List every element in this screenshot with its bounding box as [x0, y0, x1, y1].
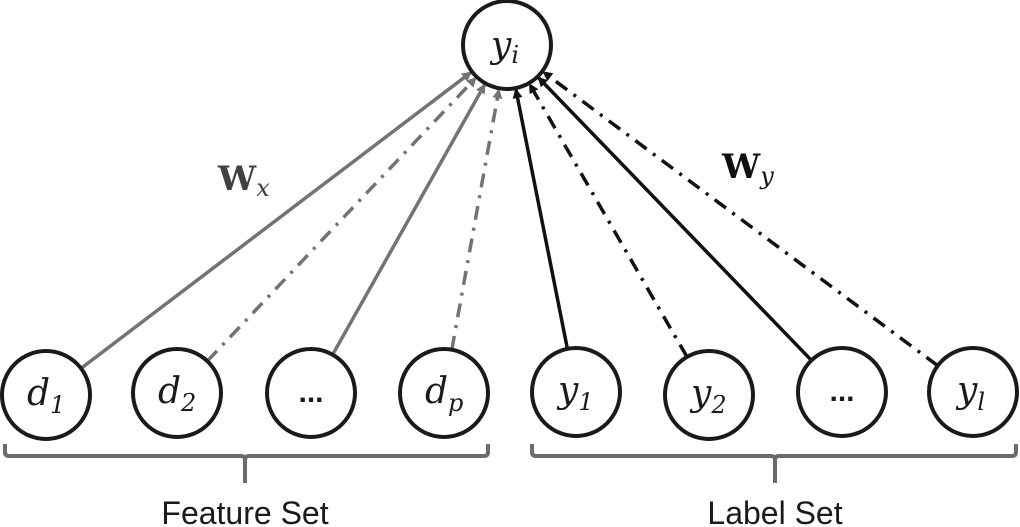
target-node-circle [461, 0, 553, 91]
label-node-label: y2 [689, 373, 727, 419]
feature-node-label: d2 [158, 371, 196, 417]
label-edge-yl [542, 71, 939, 368]
feature-node-circle [398, 347, 490, 439]
label-node-circle [796, 346, 888, 438]
feature-set-bracket [3, 444, 490, 483]
label-node-circle [530, 346, 622, 438]
feature-set-nodes: d1 d2 ... dp [0, 347, 490, 441]
feature-edge-d2 [206, 76, 477, 363]
feature-node-circle [0, 349, 92, 441]
feature-node-label: d1 [27, 373, 65, 419]
feature-node-label: ... [298, 376, 323, 409]
label-node-label: y1 [556, 370, 594, 416]
feature-node-circle [131, 347, 223, 439]
feature-edge-d-ellipsis [331, 83, 486, 356]
label-edge-y1 [512, 88, 570, 350]
label-node-circle [663, 349, 755, 441]
label-node-circle [927, 346, 1019, 438]
target-node-label: yi [489, 25, 519, 69]
feature-node-d1: d1 [0, 349, 92, 441]
target-node-yi: yi [461, 0, 553, 91]
label-node-ellipsis: ... [796, 346, 888, 438]
feature-set-label: Feature Set [161, 495, 328, 527]
label-set-nodes: y1 y2 ... yl [530, 346, 1019, 441]
feature-node-label: dp [425, 371, 463, 417]
feature-edge-dp [450, 88, 503, 351]
label-node-label: yl [955, 370, 985, 416]
feature-edge-d1 [79, 71, 472, 370]
label-edge-y-ellipsis [537, 76, 813, 362]
label-node-y2: y2 [663, 349, 755, 441]
feature-node-ellipsis: ... [265, 347, 357, 439]
label-set-bracket [530, 444, 1018, 483]
label-node-label: ... [829, 375, 854, 408]
weight-label-wy: Wy [721, 147, 774, 190]
edges-layer [79, 71, 939, 370]
label-set-label: Label Set [707, 495, 842, 527]
feature-node-d2: d2 [131, 347, 223, 439]
feature-node-circle [265, 347, 357, 439]
label-node-y1: y1 [530, 346, 622, 438]
label-edge-y2 [528, 83, 689, 358]
label-node-yl: yl [927, 346, 1019, 438]
feature-node-dp: dp [398, 347, 490, 439]
weight-label-wx: Wx [217, 159, 270, 202]
